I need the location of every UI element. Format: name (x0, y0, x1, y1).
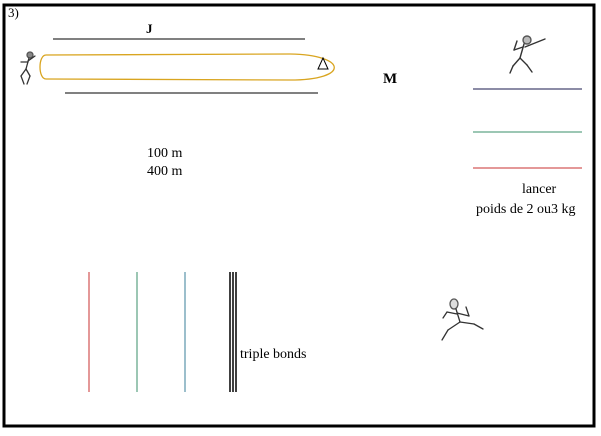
shot-put-icon (509, 35, 546, 74)
track-oval (39, 53, 335, 81)
outer-border (2, 3, 596, 428)
throw-label-line1: lancer (522, 182, 557, 197)
cone-marker-icon (317, 56, 329, 70)
distance-label-1: 100 m (147, 146, 183, 161)
section-number: 3) (8, 5, 19, 20)
zone-j-label: J (146, 21, 153, 36)
runner-icon (20, 51, 36, 85)
zone-m-label: M (383, 71, 398, 87)
distance-label-2: 400 m (147, 164, 183, 179)
sprinter-icon (441, 298, 484, 341)
throw-label-line2: poids de 2 ou3 kg (476, 202, 576, 217)
triple-jump-label: triple bonds (240, 347, 307, 362)
